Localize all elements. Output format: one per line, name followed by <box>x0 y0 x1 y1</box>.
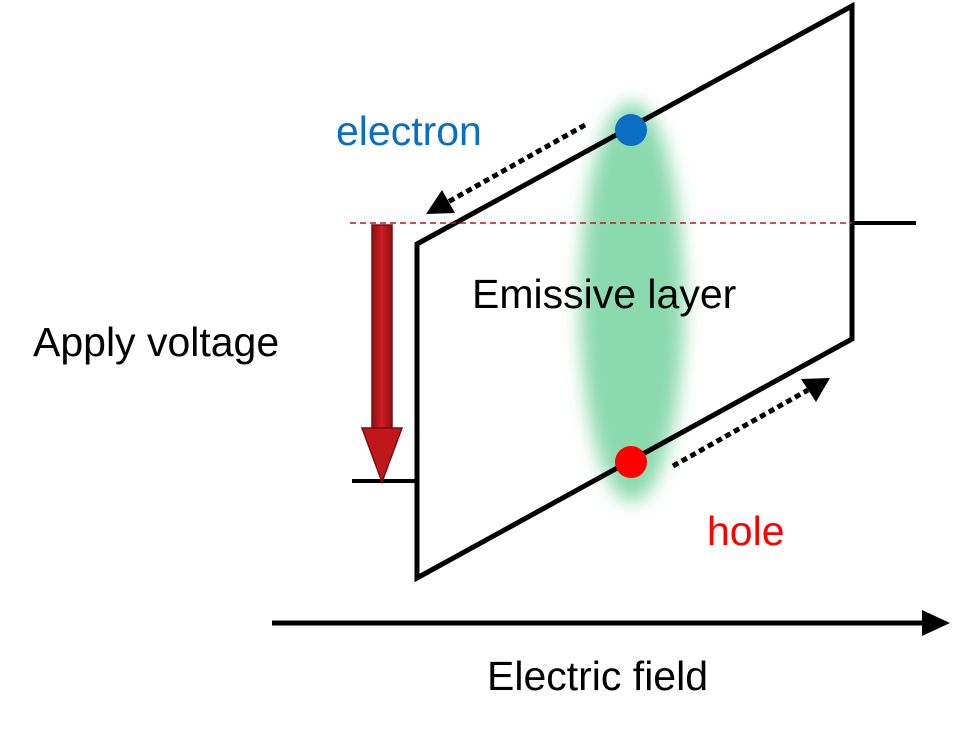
electron-label: electron <box>336 108 482 154</box>
emissive-layer-label: Emissive layer <box>472 271 736 317</box>
hole-flow-arrow <box>671 378 830 469</box>
hole-dot <box>615 446 647 478</box>
apply-voltage-label: Apply voltage <box>33 319 279 365</box>
electron-flow-arrow <box>426 122 587 214</box>
voltage-arrow <box>360 224 404 485</box>
hole-label: hole <box>707 508 785 554</box>
electric-field-axis <box>272 610 950 636</box>
emissive-layer-band <box>414 1 855 583</box>
electron-dot <box>615 114 647 146</box>
electric-field-label: Electric field <box>487 653 708 699</box>
recombination-zone <box>580 102 684 502</box>
